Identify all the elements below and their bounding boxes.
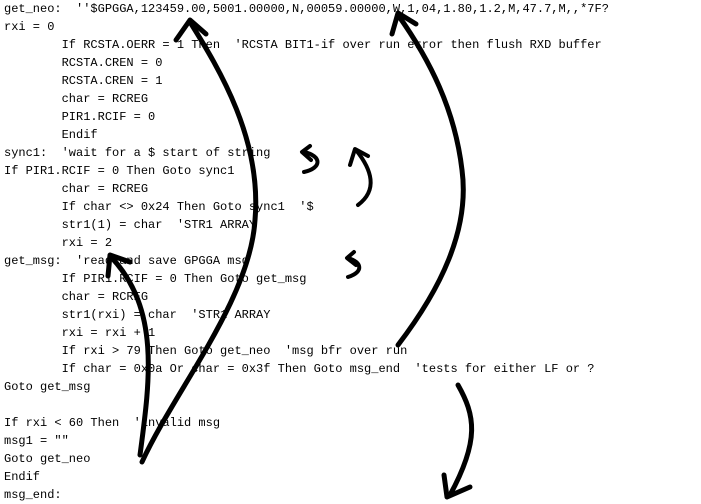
code-line: PIR1.RCIF = 0 [4,110,156,124]
code-line: char = RCREG [4,92,149,106]
code-line: char = RCREG [4,182,149,196]
code-line: get_msg: 'read and save GPGGA msg [4,254,249,268]
code-line: RCSTA.CREN = 1 [4,74,163,88]
code-line: msg1 = "" [4,434,69,448]
code-line: char = RCREG [4,290,149,304]
code-line: Goto get_msg [4,380,91,394]
code-line: rxi = 2 [4,236,113,250]
code-line: Endif [4,470,41,484]
code-line: If char = 0x0a Or char = 0x3f Then Goto … [4,362,595,376]
code-line: If PIR1.RCIF = 0 Then Goto sync1 [4,164,235,178]
code-line [4,396,609,414]
code-line: If PIR1.RCIF = 0 Then Goto get_msg [4,272,307,286]
code-line: Goto get_neo [4,452,91,466]
code-line: If rxi < 60 Then 'invalid msg [4,416,221,430]
code-line: If RCSTA.OERR = 1 Then 'RCSTA BIT1-if ov… [4,38,602,52]
code-line: RCSTA.CREN = 0 [4,56,163,70]
code-line: rxi = 0 [4,20,55,34]
code-listing: get_neo: ''$GPGGA,123459.00,5001.00000,N… [4,0,609,504]
code-line: If char <> 0x24 Then Goto sync1 '$ [4,200,314,214]
code-line: rxi = rxi + 1 [4,326,156,340]
code-line: If rxi > 79 Then Goto get_neo 'msg bfr o… [4,344,408,358]
code-line: str1(rxi) = char 'STR1 ARRAY [4,308,271,322]
code-line: msg_end: [4,488,62,502]
code-line: str1(1) = char 'STR1 ARRAY [4,218,257,232]
code-line: sync1: 'wait for a $ start of string [4,146,271,160]
code-line: Endif [4,128,98,142]
code-line: get_neo: ''$GPGGA,123459.00,5001.00000,N… [4,2,609,16]
